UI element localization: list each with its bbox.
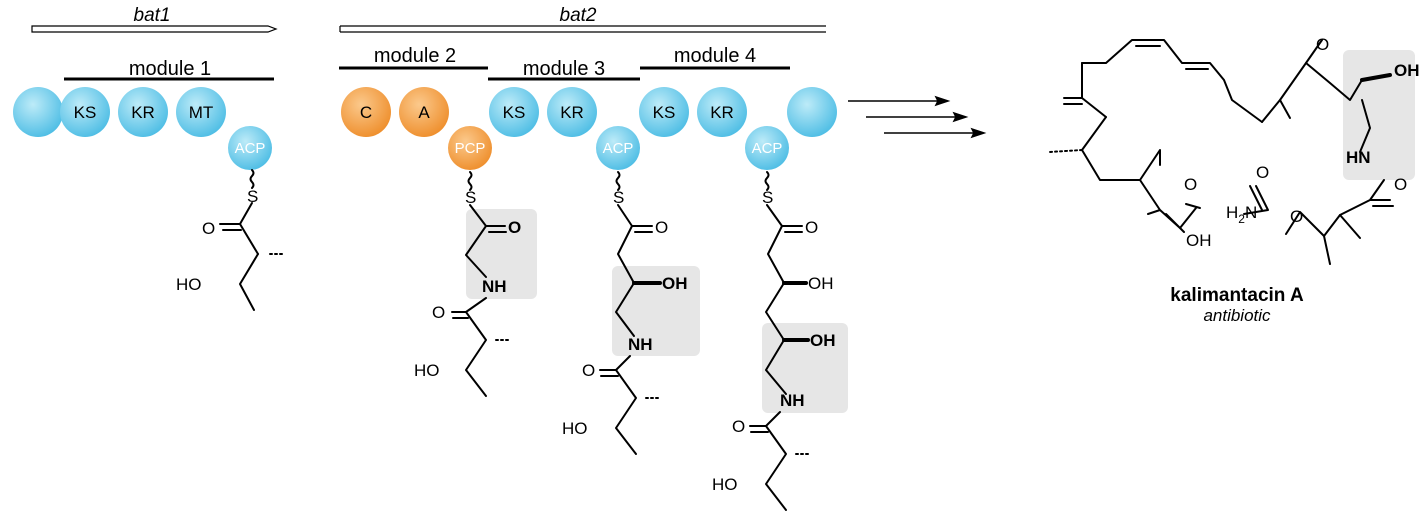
wavy-linker: [249, 169, 255, 189]
intermediate-module2: [451, 171, 511, 397]
intermediates: [219, 169, 811, 511]
kalimantacin-structure: [1049, 39, 1394, 265]
atom-o-ester: O: [1290, 207, 1303, 226]
product-name: kalimantacin A: [1170, 285, 1304, 306]
atom-s-m2: S: [465, 188, 476, 207]
domain-c-label: C: [360, 103, 372, 122]
atom-ho-m1: HO: [176, 275, 202, 294]
highlight-boxes: [466, 50, 1415, 413]
highlight-box-module2: [466, 209, 537, 299]
domain-partial-right: [787, 87, 837, 137]
gene-bat1-arrow: [31, 25, 278, 33]
domain-kr-3-label: KR: [560, 103, 584, 122]
atom-nh-m2: NH: [482, 277, 507, 296]
module-1-label: module 1: [129, 58, 211, 80]
atom-oh-m3: OH: [662, 274, 688, 293]
domain-mt-1-label: MT: [189, 103, 214, 122]
domain-ks-1: KS: [60, 87, 110, 137]
atom-o2-m2: O: [432, 303, 445, 322]
domain-a-label: A: [418, 103, 430, 122]
module-bars: module 1 module 2 module 3 module 4: [64, 45, 790, 81]
atom-o2-m4: O: [732, 417, 745, 436]
atom-s-m1: S: [247, 187, 258, 206]
intermediate-module4: [749, 171, 811, 511]
wavy-linker: [615, 171, 621, 191]
domain-ks-4-label: KS: [653, 103, 676, 122]
atom-o-amide: O: [1394, 175, 1407, 194]
atom-o-ketone: O: [1316, 35, 1329, 54]
module-4-label: module 4: [674, 45, 756, 67]
product-caption: kalimantacin A antibiotic: [1170, 285, 1304, 325]
domain-pcp: PCP: [448, 126, 492, 170]
domain-kr-3: KR: [547, 87, 597, 137]
atom-oh-acid: OH: [1186, 231, 1212, 250]
domain-kr-4-label: KR: [710, 103, 734, 122]
atom-o-m3: O: [655, 218, 668, 237]
domain-mt-1: MT: [176, 87, 226, 137]
domain-acp-4: ACP: [745, 126, 789, 170]
atom-o-m2: O: [508, 218, 521, 237]
domain-acp-3-label: ACP: [603, 140, 634, 157]
domain-ks-3-label: KS: [503, 103, 526, 122]
domain-c: C: [341, 87, 391, 137]
domain-acp-3: ACP: [596, 126, 640, 170]
atom-nh-m3: NH: [628, 335, 653, 354]
atom-ho-m3: HO: [562, 419, 588, 438]
atom-ho-m4: HO: [712, 475, 738, 494]
atom-o-m4: O: [805, 218, 818, 237]
multistep-arrows: [848, 95, 987, 139]
domain-acp-4-label: ACP: [752, 140, 783, 157]
atom-o2-m3: O: [582, 361, 595, 380]
atom-ho-m2: HO: [414, 361, 440, 380]
highlight-box-module3: [612, 266, 700, 356]
domain-kr-1-label: KR: [131, 103, 155, 122]
atom-oh1-m4: OH: [808, 274, 834, 293]
domains-bat1: KS KR MT ACP: [13, 87, 272, 170]
domain-acp-1: ACP: [228, 126, 272, 170]
atom-h2n-product: H2N: [1226, 203, 1257, 226]
atom-oh-product: OH: [1394, 61, 1420, 80]
atom-o-m1: O: [202, 219, 215, 238]
domain-a: A: [399, 87, 449, 137]
module-2-label: module 2: [374, 45, 456, 67]
gene-bat2-label: bat2: [560, 5, 597, 26]
wavy-linker: [467, 171, 473, 191]
domain-ks-4: KS: [639, 87, 689, 137]
product-atoms: O OH HN O O OH O O H2N: [1184, 35, 1420, 250]
atom-nh-m4: NH: [780, 391, 805, 410]
domain-kr-1: KR: [118, 87, 168, 137]
atom-o-acid: O: [1184, 175, 1197, 194]
domain-ks-1-label: KS: [74, 103, 97, 122]
intermediate-atoms: S O HO S O NH O HO S O OH NH O HO S O OH…: [176, 187, 836, 494]
atom-s-m4: S: [762, 188, 773, 207]
atom-s-m3: S: [613, 188, 624, 207]
gene-bat1-label: bat1: [134, 5, 171, 26]
domain-acp-1-label: ACP: [235, 140, 266, 157]
domain-pcp-label: PCP: [455, 140, 486, 157]
gene-bat2-arrow: [339, 25, 826, 33]
wavy-linker: [764, 171, 770, 191]
domain-ks-3: KS: [489, 87, 539, 137]
intermediate-module3: [599, 171, 662, 455]
intermediate-module1: [219, 169, 285, 311]
domain-kr-4: KR: [697, 87, 747, 137]
atom-o-carbamate: O: [1256, 163, 1269, 182]
atom-oh2-m4: OH: [810, 331, 836, 350]
domains-bat2: C A PCP KS KR ACP KS KR: [341, 87, 837, 170]
gene-bat1: bat1: [31, 5, 278, 33]
domain-partial-left: [13, 87, 63, 137]
product-subtitle: antibiotic: [1203, 306, 1271, 325]
atom-hn-product: HN: [1346, 148, 1371, 167]
gene-bat2: bat2: [339, 5, 826, 33]
module-3-label: module 3: [523, 58, 605, 80]
